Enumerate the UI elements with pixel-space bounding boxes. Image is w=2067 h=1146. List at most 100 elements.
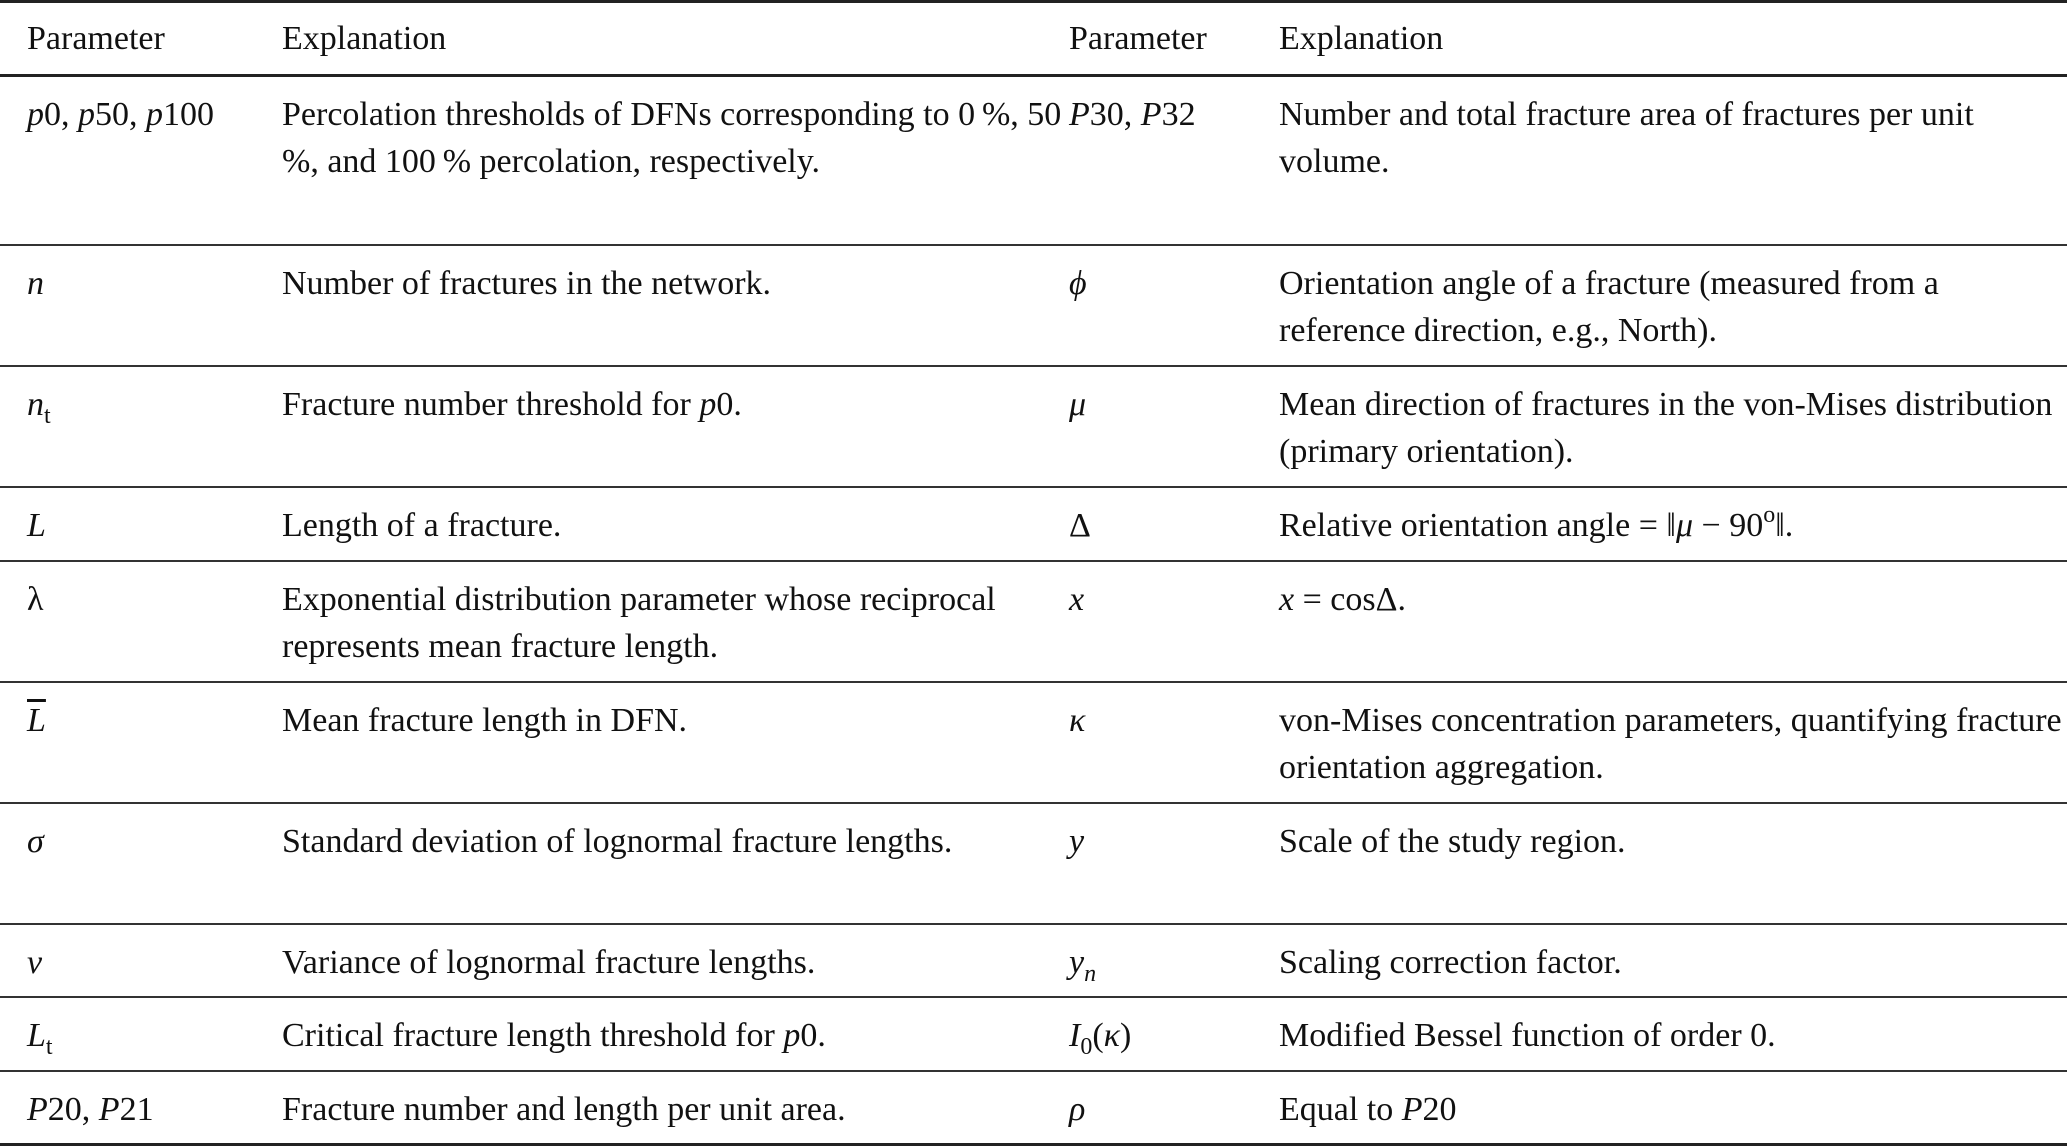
text-segment: x <box>1279 580 1295 618</box>
header-parameter: Parameter <box>1069 20 1207 57</box>
text-segment: Fracture number threshold for <box>282 385 700 423</box>
text-segment: 0 <box>1080 1033 1093 1060</box>
parameter-symbol: κ <box>1069 682 1279 803</box>
text-segment: κ <box>1069 701 1086 739</box>
parameter-explanation: Fracture number and length per unit area… <box>282 1071 1069 1145</box>
parameter-explanation: Relative orientation angle = ‖μ − 90o‖. <box>1279 487 2067 561</box>
parameter-explanation: Standard deviation of lognormal fracture… <box>282 803 1069 924</box>
text-segment: p <box>78 96 95 133</box>
parameter-explanation: Number and total fracture area of fractu… <box>1279 76 2067 245</box>
text-segment: p <box>27 96 44 133</box>
text-segment: Fracture number and length per unit area… <box>282 1090 846 1128</box>
parameter-explanation: Percolation thresholds of DFNs correspon… <box>282 76 1069 245</box>
table-row: σ Standard deviation of lognormal fractur… <box>0 803 2067 924</box>
text-segment: 20 <box>1422 1090 1457 1128</box>
text-segment: ν <box>27 943 43 981</box>
text-segment: μ <box>1069 385 1087 423</box>
parameter-explanation: Length of a fracture. <box>282 487 1069 561</box>
text-segment: P <box>98 1090 120 1128</box>
text-segment: 21 <box>119 1090 154 1128</box>
parameter-explanation: Fracture number threshold for p0. <box>282 366 1069 487</box>
text-segment: Mean direction of fractures in the von-M… <box>1279 385 2053 470</box>
parameter-explanation: Orientation angle of a fracture (measure… <box>1279 245 2067 366</box>
parameter-explanation: Variance of lognormal fracture lengths. <box>282 924 1069 997</box>
text-segment: σ <box>27 822 44 860</box>
text-segment: t <box>44 402 51 429</box>
text-segment: n <box>27 264 44 302</box>
text-segment: L <box>27 1016 46 1054</box>
parameter-symbol: ν <box>0 924 282 997</box>
parameter-symbol: μ <box>1069 366 1279 487</box>
text-segment: = cosΔ. <box>1294 580 1406 618</box>
text-segment: 32 <box>1161 96 1196 133</box>
parameter-explanation: von-Mises concentration parameters, quan… <box>1279 682 2067 803</box>
parameter-symbol: n <box>0 245 282 366</box>
text-segment: Mean fracture length in DFN. <box>282 701 688 739</box>
parameter-symbol: L <box>0 682 282 803</box>
text-segment: t <box>45 1033 53 1060</box>
text-segment: Length of a fracture. <box>282 506 562 544</box>
text-segment: n <box>27 385 44 423</box>
parameter-explanation: Scaling correction factor. <box>1279 924 2067 997</box>
text-segment: L <box>27 506 46 544</box>
text-segment: ρ <box>1069 1090 1086 1128</box>
text-segment: Relative orientation angle = ‖ <box>1279 506 1676 544</box>
text-segment: n <box>1084 960 1097 987</box>
text-segment: Critical fracture length threshold for <box>282 1016 784 1054</box>
text-segment: p <box>146 96 163 133</box>
text-segment: Scale of the study region. <box>1279 822 1626 860</box>
text-segment: p <box>783 1016 801 1054</box>
parameter-symbol: λ <box>0 561 282 682</box>
parameter-symbol: ρ <box>1069 1071 1279 1145</box>
text-segment: 0, <box>44 96 78 133</box>
text-segment: Exponential distribution parameter whose… <box>282 580 996 665</box>
text-segment: κ <box>1103 1016 1120 1054</box>
header-row: Parameter Explanation Parameter Explanat… <box>0 1 2067 76</box>
text-segment: μ <box>1675 506 1694 544</box>
parameter-symbol: P20, P21 <box>0 1071 282 1145</box>
text-segment: 0. <box>716 385 742 423</box>
text-segment: 100 <box>163 96 214 133</box>
text-segment: Percolation thresholds of DFNs correspon… <box>282 96 1069 180</box>
text-segment: Equal to <box>1279 1090 1402 1128</box>
text-segment: 50, <box>95 96 146 133</box>
parameter-explanation: Exponential distribution parameter whose… <box>282 561 1069 682</box>
parameter-symbol: ϕ <box>1069 245 1279 366</box>
parameter-explanation: x = cosΔ. <box>1279 561 2067 682</box>
parameter-explanation: Equal to P20 <box>1279 1071 2067 1145</box>
parameter-explanation: Mean direction of fractures in the von-M… <box>1279 366 2067 487</box>
text-segment: o <box>1763 501 1776 528</box>
parameter-explanation: Mean fracture length in DFN. <box>282 682 1069 803</box>
table-row: L Mean fracture length in DFN. κ von-Mises … <box>0 682 2067 803</box>
header-explanation: Explanation <box>282 20 447 57</box>
text-segment: Orientation angle of a fracture (measure… <box>1279 264 1939 349</box>
parameter-explanation: Scale of the study region. <box>1279 803 2067 924</box>
parameter-symbol: nt <box>0 366 282 487</box>
text-segment: Modified Bessel function of order 0. <box>1279 1016 1776 1054</box>
text-segment: 30, <box>1089 96 1141 133</box>
header-parameter: Parameter <box>27 20 165 57</box>
text-segment: ) <box>1119 1016 1132 1054</box>
text-segment: P <box>27 1090 48 1128</box>
text-segment: ϕ <box>1069 264 1087 302</box>
parameter-symbol: yn <box>1069 924 1279 997</box>
parameter-explanation: Number of fractures in the network. <box>282 245 1069 366</box>
text-segment: − 90 <box>1693 506 1764 544</box>
text-segment: 0. <box>800 1016 826 1054</box>
parameter-symbol: Δ <box>1069 487 1279 561</box>
text-segment: Scaling correction factor. <box>1279 943 1622 981</box>
text-segment: L <box>27 701 46 739</box>
parameter-symbol: y <box>1069 803 1279 924</box>
parameter-explanation: Modified Bessel function of order 0. <box>1279 997 2067 1071</box>
text-segment: x <box>1069 580 1085 618</box>
parameter-symbol: x <box>1069 561 1279 682</box>
parameter-symbol: P30, P32 <box>1069 76 1279 245</box>
text-segment: ( <box>1092 1016 1104 1054</box>
text-segment: P <box>1401 1090 1423 1128</box>
